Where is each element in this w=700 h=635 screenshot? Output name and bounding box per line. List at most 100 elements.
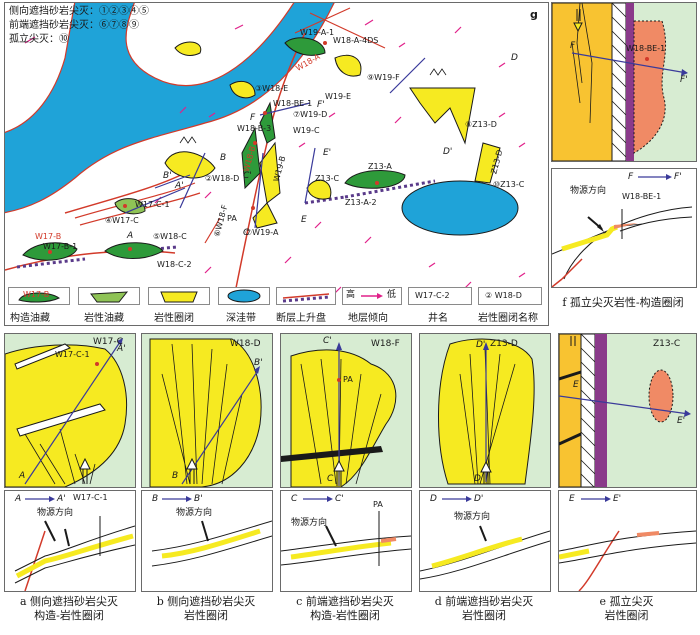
map-label: W19-C: [293, 126, 320, 135]
section-point: D': [443, 147, 453, 157]
section-point: E': [323, 148, 332, 158]
map-label: ④W17-C: [105, 216, 139, 225]
caption-line: 岩性圈闭: [184, 609, 228, 622]
panel-e-caption: e 孤立尖灭 岩性圈闭: [558, 595, 695, 623]
main-map-graphics: [5, 3, 526, 304]
reservoir-w18-c: [104, 242, 164, 259]
source-direction: 物源方向: [454, 512, 491, 522]
numbering-legend: 侧向遮挡砂岩尖灭：①②③④⑤ 前端遮挡砂岩尖灭：⑥⑦⑧⑨ 孤立尖灭：⑩: [9, 7, 149, 45]
deep-depression: [401, 180, 519, 236]
trap-w18-e: [229, 80, 256, 99]
reservoir-w19-a: [284, 37, 326, 56]
map-label: ⑩Z13-C: [493, 180, 525, 189]
legend-swatch-fault: [276, 287, 336, 305]
section-point: E: [573, 380, 579, 390]
trap-w17-c1: [174, 41, 202, 56]
section-point: C: [243, 228, 250, 238]
section-point: D': [476, 340, 486, 350]
legend-swatch-depression: [218, 287, 270, 305]
panel-b-caption: b 侧向遮挡砂岩尖灭 岩性圈闭: [141, 595, 271, 623]
section-point: B: [172, 471, 179, 481]
section-point: B': [163, 171, 172, 181]
panel-a-caption: a 侧向遮挡砂岩尖灭 构造-岩性圈闭: [4, 595, 134, 623]
river: [5, 3, 335, 214]
panel-e-section: E E': [558, 490, 697, 592]
panel-f-map: W18-BE-1 F F': [551, 2, 697, 162]
panel-c-section: C C' PA 物源方向: [280, 490, 412, 592]
caption-line: 岩性圈闭: [604, 609, 649, 622]
section-from: B: [152, 494, 159, 504]
map-label: W17-C-1: [135, 200, 170, 209]
map-label: W18-C-2: [157, 260, 192, 269]
caption-line: 构造-岩性圈闭: [310, 609, 380, 622]
well-label: PA: [373, 500, 383, 509]
map-title: Z13-D: [490, 339, 518, 349]
panel-c-map: W18-F PA C C': [280, 333, 412, 488]
reservoir-w18-be: [259, 101, 276, 144]
section-to: F': [674, 172, 682, 182]
section-point: F: [570, 41, 576, 51]
section-to: A': [57, 494, 66, 504]
panel-b-map: W18-D B B': [141, 333, 273, 488]
map-label: ⑧Z13-D: [465, 120, 497, 129]
legend-label: 井名: [428, 313, 448, 324]
caption-line: a 侧向遮挡砂岩尖灭: [19, 595, 119, 608]
section-point: A': [175, 181, 184, 191]
panel-d-section: D D' 物源方向: [419, 490, 551, 592]
caption-line: b 侧向遮挡砂岩尖灭: [156, 595, 256, 608]
trap-w19-f: [334, 54, 362, 77]
legend-label: 岩性圈闭: [154, 313, 194, 324]
trap-z13-c: [306, 179, 332, 200]
map-label: ⑦W19-D: [293, 110, 328, 119]
map-label: Z13-A: [368, 162, 392, 171]
legend-swatch-litho-trap: [148, 287, 210, 305]
section-point: A': [117, 344, 126, 354]
legend-label: 岩性油藏: [84, 313, 124, 324]
map-label: W19-A-1: [300, 28, 335, 37]
panel-d-map: Z13-D D D': [419, 333, 551, 488]
section-to: B': [194, 494, 203, 504]
caption-line: 构造-岩性圈闭: [34, 609, 104, 622]
legend-swatch-structural: W17-B: [8, 287, 70, 305]
panel-c-caption: c 前端遮挡砂岩尖灭 构造-岩性圈闭: [280, 595, 410, 623]
caption-line: e 孤立尖灭: [599, 595, 654, 608]
panel-letter: g: [530, 8, 538, 21]
caption-line: d 前端遮挡砂岩尖灭: [434, 595, 534, 608]
caption-line: c 前端遮挡砂岩尖灭: [296, 595, 394, 608]
well-label: W17-C-1: [55, 350, 90, 359]
map-label: W17-B-1: [43, 242, 78, 251]
map-title: Z13-C: [653, 339, 681, 349]
section-point: A: [127, 231, 134, 241]
section-point: C: [327, 474, 334, 484]
legend-label: 地层倾向: [348, 313, 388, 324]
map-label: ⑤W18-C: [153, 232, 187, 241]
trap-z13-c10: [474, 142, 501, 184]
well-label: W18-BE-1: [626, 44, 666, 53]
section-point: D: [474, 474, 481, 484]
map-label: ③W18-E: [255, 84, 289, 93]
legend-line: 孤立尖灭：⑩: [9, 34, 69, 45]
well-label: PA: [343, 375, 353, 384]
legend-label: 岩性圈闭名称: [478, 313, 538, 324]
section-from: E: [569, 494, 575, 504]
legend-swatch-well: W17-C-2: [408, 287, 472, 305]
panel-b-section: B B' 物源方向: [141, 490, 273, 592]
panel-d-caption: d 前端遮挡砂岩尖灭 岩性圈闭: [419, 595, 549, 623]
section-to: D': [474, 494, 484, 504]
panel-f-section: F F' 物源方向 W18-BE-1: [551, 168, 697, 288]
section-point: F: [250, 113, 256, 123]
section-point: B': [254, 358, 263, 368]
legend-label: 深洼带: [226, 313, 256, 324]
section-point: E': [677, 416, 686, 426]
map-label: W18-B-3: [237, 124, 272, 133]
panel-f-caption: f 孤立尖灭岩性-构造圈闭: [562, 296, 684, 309]
section-to: E': [613, 494, 622, 504]
map-title: W18-D: [230, 339, 261, 349]
map-label: W18-BE-1: [273, 99, 313, 108]
source-direction: 物源方向: [291, 518, 328, 528]
panel-a-section: A A' W17-C-1 物源方向: [4, 490, 136, 592]
reservoir-w17-c: [114, 198, 146, 215]
section-from: A: [15, 494, 22, 504]
legend-swatch-litho-reservoir: [78, 287, 140, 305]
caption-line: 岩性圈闭: [462, 609, 506, 622]
